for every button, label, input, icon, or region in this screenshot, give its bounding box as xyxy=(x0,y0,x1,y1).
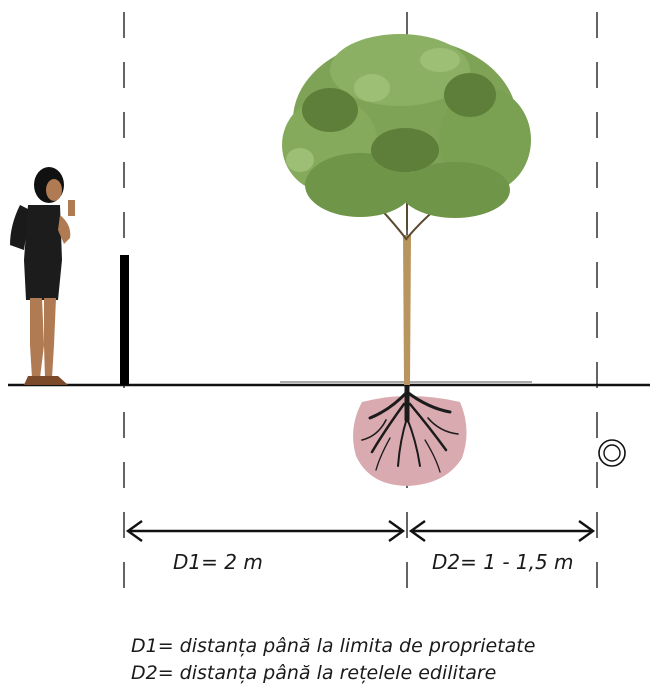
dimension-arrows xyxy=(125,520,596,542)
utility-pipe-icon xyxy=(598,439,626,467)
tree-roots xyxy=(361,383,459,473)
dimension-label-d2: D2= 1 - 1,5 m xyxy=(432,550,574,574)
arrow-icon xyxy=(408,520,426,542)
legend: D1= distanța până la limita de proprieta… xyxy=(131,633,535,687)
tree-trunk xyxy=(403,235,411,385)
root-zone-icon xyxy=(353,396,467,486)
legend-line-d2: D2= distanța până la rețelele edilitare xyxy=(131,662,497,684)
arrow-icon xyxy=(388,520,406,542)
tree-icon xyxy=(282,34,531,385)
tree-foliage xyxy=(282,34,531,218)
arrow-icon xyxy=(125,520,143,542)
person-figure xyxy=(10,167,75,385)
fence-post-icon xyxy=(120,255,129,385)
legend-line-d1: D1= distanța până la limita de proprieta… xyxy=(131,635,536,657)
arrow-icon xyxy=(578,520,596,542)
dimension-label-d1: D1= 2 m xyxy=(173,550,263,574)
